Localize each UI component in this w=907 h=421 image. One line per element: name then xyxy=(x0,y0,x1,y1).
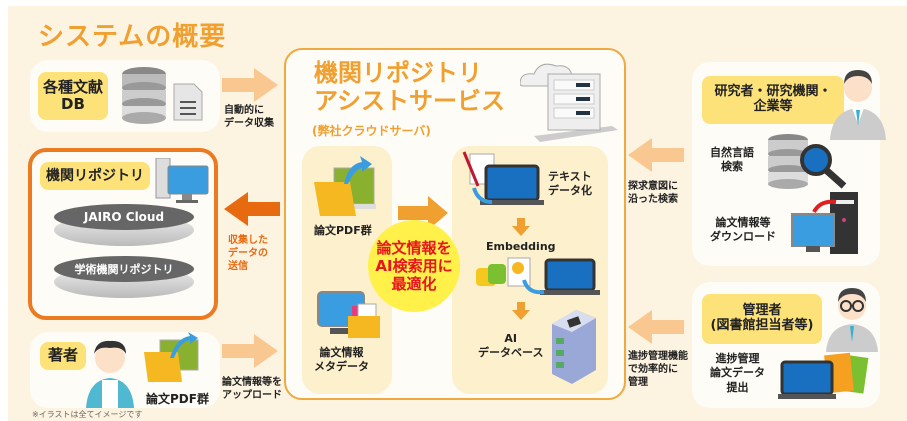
metadata-caption: 論文情報メタデータ xyxy=(314,346,369,374)
image-note: ※イラストは全てイメージです xyxy=(32,410,143,419)
author-label: 著者 xyxy=(40,342,86,370)
researcher-card: 研究者・研究機関・企業等 自然言語検索 論文情報等ダウンロード xyxy=(692,62,886,266)
researcher-label: 研究者・研究機関・企業等 xyxy=(702,76,844,124)
admin-card: 管理者(図書館担当者等) 進捗管理論文データ提出 xyxy=(692,282,880,408)
admin-task-caption: 進捗管理論文データ提出 xyxy=(710,352,765,394)
embedding-icons xyxy=(476,257,600,295)
pdf-folder-icon xyxy=(144,332,199,382)
page-title: システムの概要 xyxy=(38,22,227,52)
service-subtitle: (弊社クラウドサーバ) xyxy=(312,124,431,138)
cloud-server-icon xyxy=(520,63,618,142)
document-icon xyxy=(173,83,203,121)
jairo-cloud-label: JAIRO Cloud xyxy=(54,204,194,230)
upload-caption: 論文情報等をアップロード xyxy=(222,377,282,401)
nl-search-caption: 自然言語検索 xyxy=(710,146,754,174)
database-icon xyxy=(122,67,166,124)
admin-label: 管理者(図書館担当者等) xyxy=(702,294,822,344)
db-label-line2: DB xyxy=(61,95,85,113)
pdf-caption: 論文PDF群 xyxy=(314,224,372,237)
text-data-caption: テキストデータ化 xyxy=(548,170,592,198)
service-title: 機関リポジトリアシストサービス xyxy=(314,59,506,115)
download-computer-icon xyxy=(791,192,858,254)
researcher-person-icon xyxy=(830,70,886,140)
download-caption: 論文情報等ダウンロード xyxy=(710,216,776,244)
author-pdf-caption: 論文PDF群 xyxy=(146,392,209,406)
db-search-icon xyxy=(768,134,847,189)
embedding-label: Embedding xyxy=(486,240,556,253)
send-caption: 収集したデータの送信 xyxy=(228,235,268,272)
academic-repo-label: 学術機関リポジトリ xyxy=(54,256,194,282)
repository-card: 機関リポジトリ JAIRO Cloud 学術機関リポジトリ xyxy=(28,148,218,320)
repository-label: 機関リポジトリ xyxy=(40,162,150,190)
jairo-disk: JAIRO Cloud xyxy=(54,204,194,246)
pdf-folder-icon xyxy=(314,156,376,216)
db-label-line1: 各種文献 xyxy=(42,77,103,96)
assist-service-panel: 機関リポジトリアシストサービス (弊社クラウドサーバ) 論文PDF群 論文情報メ… xyxy=(284,48,626,400)
arrow-down-2 xyxy=(512,302,530,320)
arrow-right-process xyxy=(398,196,448,230)
text-laptop-icon xyxy=(462,151,544,205)
manage-caption: 進捗管理機能で効率的に管理 xyxy=(628,351,688,388)
arrow-left-search xyxy=(628,138,684,172)
arrow-right-collect xyxy=(222,68,278,102)
arrow-down-1 xyxy=(512,218,530,236)
arrow-right-upload xyxy=(222,334,278,368)
arrow-left-manage xyxy=(628,310,684,344)
search-caption: 探求意図に沿った検索 xyxy=(628,181,678,205)
collect-caption: 自動的にデータ収集 xyxy=(224,105,274,129)
ai-database-server-icon xyxy=(552,310,596,384)
author-person-icon xyxy=(86,340,134,408)
author-card: 著者 論文PDF群 xyxy=(30,332,220,408)
admin-person-icon xyxy=(826,288,878,352)
computer-icon xyxy=(155,158,209,203)
metadata-computer-icon xyxy=(317,291,380,338)
arrow-left-send xyxy=(224,192,280,226)
academic-repo-disk: 学術機関リポジトリ xyxy=(54,256,194,298)
admin-laptop-docs-icon xyxy=(778,352,869,399)
